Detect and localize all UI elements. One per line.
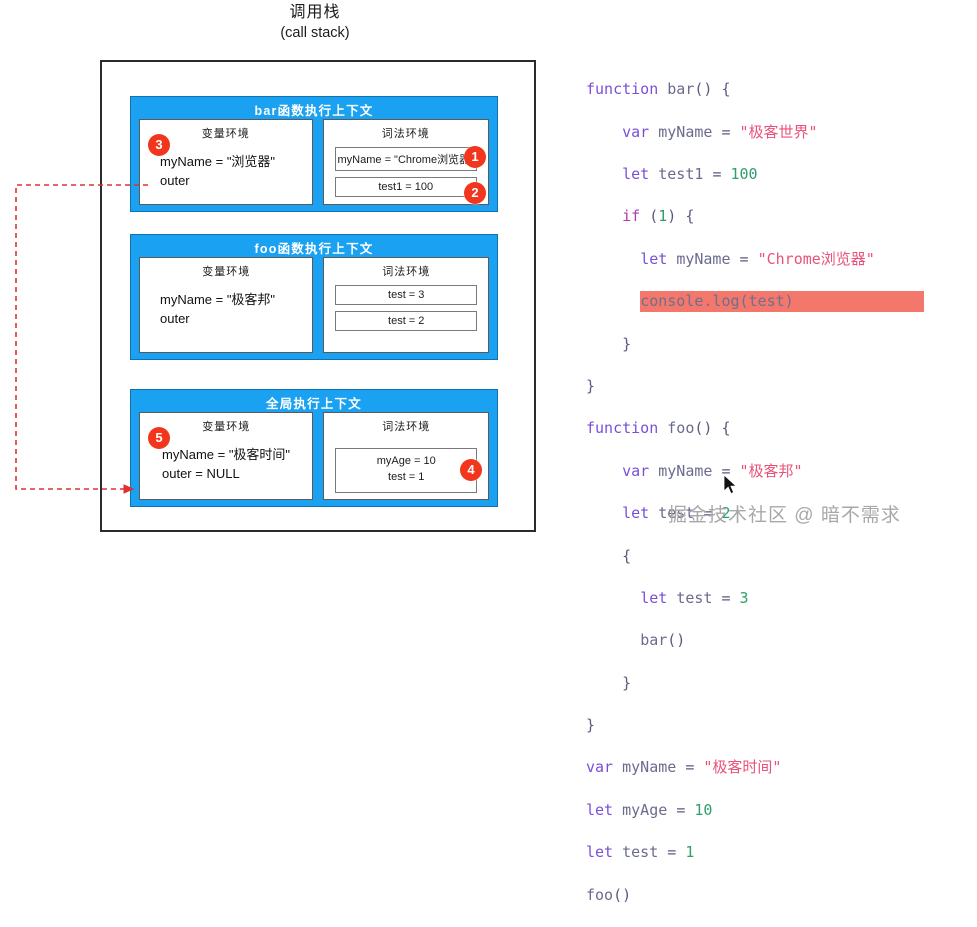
mouse-cursor-icon [723,474,737,495]
code-line: var myName = "极客邦" [622,461,803,480]
callstack-title-cn: 调用栈 [289,4,341,21]
execution-context-global: 全局执行上下文 5 变量环境 myName = "极客时间" outer = N… [130,389,498,507]
code-listing: function bar() { var myName = "极客世界" let… [586,58,976,927]
code-line: let test1 = 100 [622,164,758,183]
variable-environment-foo: 变量环境 myName = "极客邦" outer [139,257,314,353]
step-badge-1: 1 [464,146,486,168]
step-badge-3: 3 [148,134,170,156]
code-line: var myName = "极客时间" [586,758,782,777]
lexical-slot: test = 3 [335,285,477,305]
lexical-environment-title-global: 词法环境 [382,421,431,433]
code-line: let myAge = 10 [586,800,713,819]
env-line: myName = "极客邦" [160,292,276,307]
code-line: } [586,716,596,735]
highlighted-statement: console.log(test) [640,291,924,313]
context-title-global: 全局执行上下文 [266,397,362,410]
variable-environment-bar: 3 变量环境 myName = "浏览器" outer [139,119,313,205]
lexical-environment-bar: 词法环境 myName = "Chrome浏览器" test1 = 100 1 … [322,119,489,205]
context-title-bar: bar函数执行上下文 [254,104,374,117]
env-line: outer [160,310,190,326]
lexical-environment-foo: 词法环境 test = 3 test = 2 [323,257,489,353]
variable-environment-title-bar: 变量环境 [201,128,250,140]
lexical-slot: test1 = 100 [334,177,477,197]
lexical-environment-title-bar: 词法环境 [381,128,430,140]
execution-context-bar: bar函数执行上下文 3 变量环境 myName = "浏览器" outer 词… [130,96,498,212]
code-line: function foo() { [586,419,731,438]
lexical-slot-line: test = 1 [388,470,425,483]
callstack-title-en: (call stack) [280,24,350,41]
code-line: } [586,673,632,692]
env-line: outer [160,172,190,188]
call-stack-frame: bar函数执行上下文 3 变量环境 myName = "浏览器" outer 词… [100,60,536,532]
code-line: if (1) { [622,207,695,226]
variable-environment-lines-global: myName = "极客时间" outer = NULL [148,446,304,484]
code-line: let test = 3 [640,588,749,607]
lexical-slot: myAge = 10 test = 1 [335,448,477,493]
lexical-environment-global: 词法环境 myAge = 10 test = 1 4 [323,412,489,500]
code-line: } [586,376,596,395]
variable-environment-title-foo: 变量环境 [202,266,251,278]
lexical-slot-line: myAge = 10 [376,455,436,467]
code-line: bar() [640,631,686,650]
code-line: let test = 2 [622,504,731,523]
execution-context-foo: foo函数执行上下文 变量环境 myName = "极客邦" outer 词法环… [130,234,498,360]
lexical-slot: myName = "Chrome浏览器" [334,147,477,171]
code-line: { [586,546,632,565]
code-line: var myName = "极客世界" [622,122,818,141]
step-badge-5: 5 [148,427,170,449]
callstack-title: 调用栈 (call stack) [205,2,425,43]
context-title-foo: foo函数执行上下文 [254,242,374,255]
variable-environment-lines-bar: myName = "浏览器" outer [148,153,304,191]
step-badge-4: 4 [460,459,482,481]
lexical-environment-title-foo: 词法环境 [382,266,431,278]
code-line: let myName = "Chrome浏览器" [640,249,875,268]
env-line: outer = NULL [162,465,240,481]
code-line: let test = 1 [586,843,695,862]
step-badge-2: 2 [464,182,486,204]
code-line: foo() [586,885,632,904]
env-line: myName = "极客时间" [162,447,291,462]
variable-environment-title-global: 变量环境 [202,421,251,433]
code-line: } [586,334,632,353]
lexical-slot: test = 2 [335,311,477,331]
variable-environment-lines-foo: myName = "极客邦" outer [148,291,304,329]
code-line: function bar() { [586,80,731,99]
env-line: myName = "浏览器" [160,154,276,169]
code-line-highlighted: console.log(test) [586,291,976,313]
variable-environment-global: 5 变量环境 myName = "极客时间" outer = NULL [139,412,314,500]
watermark: 掘金技术社区 @ 暗不需求 [668,505,901,526]
